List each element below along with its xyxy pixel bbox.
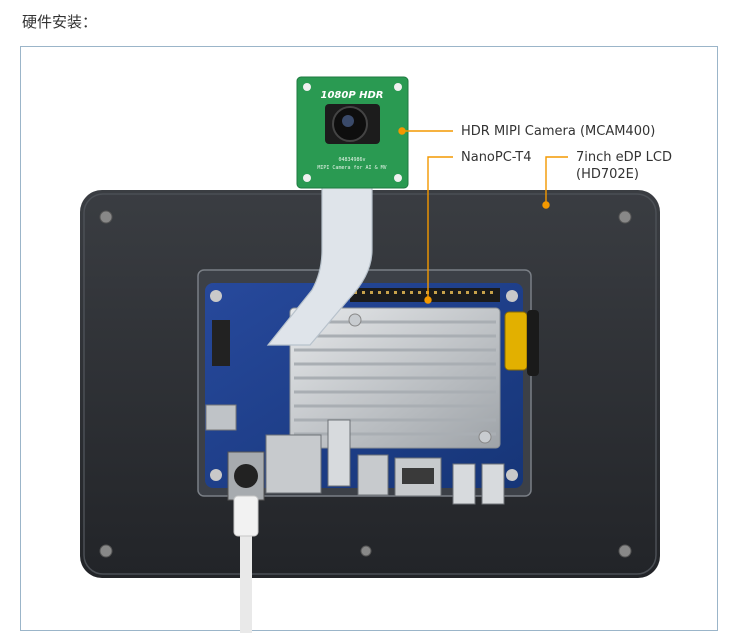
callout-lcd-label: 7inch eDP LCD (HD702E) [576,149,672,183]
camera-module: 1080P HDR 04834986v MIPI Camera for AI &… [296,76,409,189]
callout-lines [398,127,568,304]
ribbon-cable [266,184,373,346]
callout-camera-label: HDR MIPI Camera (MCAM400) [461,124,656,139]
nanopc-t4-board [205,283,539,505]
camera-subtitle: MIPI Camera for AI & MV [317,165,386,171]
camera-part: 04834986v [338,157,365,163]
power-plug [233,495,259,537]
camera-title: 1080P HDR [320,90,383,101]
callout-board-label: NanoPC-T4 [461,150,532,165]
callout-lcd-line2: (HD702E) [576,167,639,182]
callout-lcd-line1: 7inch eDP LCD [576,150,672,165]
section-heading: 硬件安装： [22,13,98,31]
